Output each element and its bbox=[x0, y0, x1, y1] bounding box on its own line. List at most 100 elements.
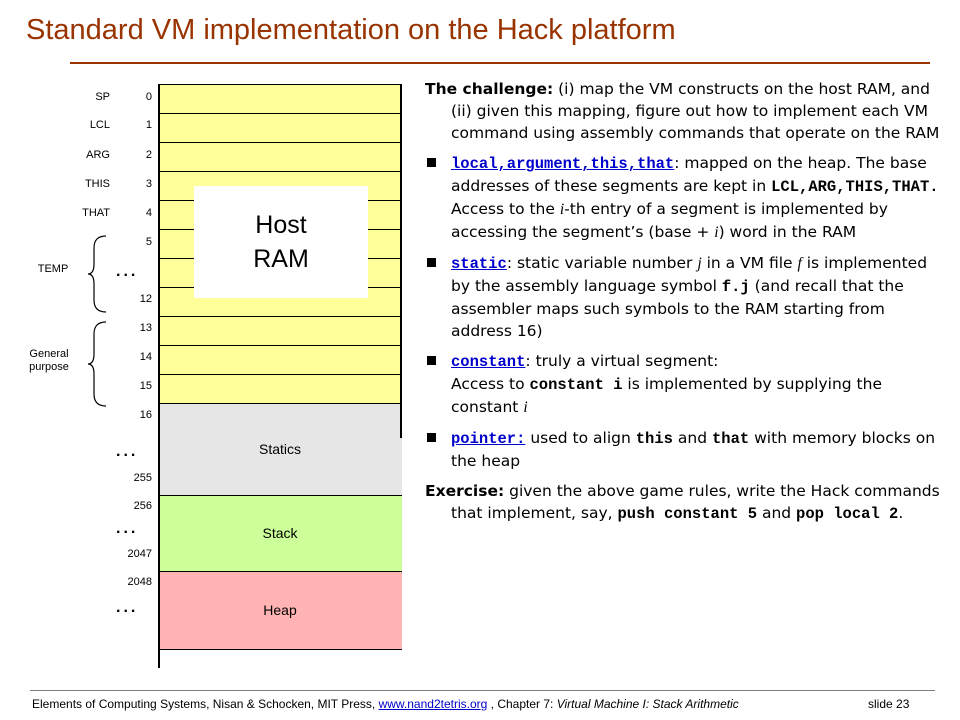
address-label: 3 bbox=[145, 178, 152, 190]
ellipsis: ... bbox=[116, 520, 139, 537]
challenge-paragraph: The challenge: (i) map the VM constructs… bbox=[425, 78, 945, 144]
bullet-static-text-b: in a VM file bbox=[701, 254, 798, 272]
purpose-label: purpose bbox=[29, 361, 69, 373]
bullet-local-text-d: ) word in the RAM bbox=[718, 223, 857, 241]
exercise-lead: Exercise: bbox=[425, 482, 505, 500]
address-label: 2048 bbox=[127, 576, 152, 588]
bullet-square-icon bbox=[427, 258, 436, 267]
challenge-lead: The challenge: bbox=[425, 80, 554, 98]
free-ram-row bbox=[158, 649, 402, 669]
statics-block: Statics bbox=[158, 403, 402, 495]
address-label: 15 bbox=[139, 380, 152, 392]
address-label: 13 bbox=[139, 322, 152, 334]
content-text: The challenge: (i) map the VM constructs… bbox=[425, 78, 945, 533]
general-label: General bbox=[29, 348, 69, 360]
register-label-lcl: LCL bbox=[89, 119, 110, 131]
bullet-constant-i: i bbox=[523, 399, 528, 416]
footer-link[interactable]: www.nand2tetris.org bbox=[378, 697, 488, 711]
address-label: 255 bbox=[133, 472, 152, 484]
register-label-this: THIS bbox=[84, 178, 110, 190]
register-label-sp: SP bbox=[95, 91, 110, 103]
exercise-push: push constant 5 bbox=[617, 505, 758, 523]
bullet-pointer: pointer: used to align this and that wit… bbox=[425, 427, 945, 472]
bullet-square-icon bbox=[427, 433, 436, 442]
temp-brace bbox=[87, 235, 107, 313]
ellipsis: ... bbox=[116, 443, 139, 460]
exercise-text-a: given the above game rules, write the Ha… bbox=[451, 482, 940, 522]
address-label: 4 bbox=[145, 207, 152, 219]
bullet-constant: constant: truly a virtual segment: Acces… bbox=[425, 350, 945, 419]
bullet-static-symbol: f.j bbox=[721, 278, 750, 296]
ellipsis: ... bbox=[116, 599, 139, 616]
ellipsis: ... bbox=[116, 263, 139, 280]
footer-mid: , Chapter 7: bbox=[487, 697, 557, 711]
address-label: 16 bbox=[139, 409, 152, 421]
slide-number: slide 23 bbox=[868, 697, 910, 711]
bullet-local-text-a: : mapped on the heap. The base addresses… bbox=[451, 154, 927, 195]
register-label-arg: ARG bbox=[86, 149, 110, 161]
bullet-square-icon bbox=[427, 356, 436, 365]
exercise-paragraph: Exercise: given the above game rules, wr… bbox=[425, 480, 945, 525]
bullet-static-text-c: is implemented by the assembly language … bbox=[451, 254, 928, 295]
kw-constant: constant bbox=[451, 353, 526, 371]
ram-row bbox=[158, 345, 402, 374]
bullet-local-registers: LCL,ARG,THIS,THAT. bbox=[771, 178, 939, 196]
bullet-pointer-text-c: with memory blocks on the heap bbox=[451, 429, 936, 470]
kw-static: static bbox=[451, 255, 507, 273]
exercise-text-b: and bbox=[757, 504, 797, 522]
exercise-pop: pop local 2 bbox=[796, 505, 899, 523]
bullet-static-j: j bbox=[697, 255, 702, 272]
bullet-local-i: i bbox=[559, 201, 565, 218]
bullet-local-i2: i bbox=[714, 224, 719, 241]
address-label: 5 bbox=[145, 236, 152, 248]
footer: Elements of Computing Systems, Nisan & S… bbox=[32, 697, 739, 711]
address-label: 256 bbox=[133, 500, 152, 512]
bullet-local: local,argument,this,that: mapped on the … bbox=[425, 152, 945, 244]
memory-right-wall bbox=[400, 84, 402, 438]
bullet-local-text-b: Access to the bbox=[451, 200, 560, 218]
bullet-static: static: static variable number j in a VM… bbox=[425, 252, 945, 342]
address-label: 2047 bbox=[127, 548, 152, 560]
ram-row bbox=[158, 84, 402, 113]
ram-label: RAM bbox=[253, 245, 309, 273]
statics-segment-label: Statics bbox=[258, 441, 301, 457]
bullet-static-f: f bbox=[797, 255, 802, 272]
address-label: 0 bbox=[145, 91, 152, 103]
bullet-local-text-c: -th entry of a segment is implemented by… bbox=[451, 200, 888, 241]
stack-block: Stack bbox=[158, 495, 402, 571]
heap-segment-label: Heap bbox=[263, 602, 297, 618]
bullet-square-icon bbox=[427, 158, 436, 167]
title-rule bbox=[70, 62, 930, 64]
memory-left-wall bbox=[158, 84, 160, 668]
bullet-pointer-this: this bbox=[635, 430, 673, 448]
bullet-constant-text-a: : truly a virtual segment: bbox=[525, 352, 719, 370]
ram-row bbox=[158, 113, 402, 142]
slide-title: Standard VM implementation on the Hack p… bbox=[26, 14, 676, 46]
address-label: 12 bbox=[139, 293, 152, 305]
bullet-static-text-a: : static variable number bbox=[506, 254, 698, 272]
host-ram-box: Host RAM bbox=[194, 186, 368, 298]
bullet-constant-text-b: Access to bbox=[451, 375, 530, 393]
ram-row bbox=[158, 316, 402, 345]
bullet-constant-mono: constant i bbox=[529, 376, 623, 394]
register-label-that: THAT bbox=[82, 207, 110, 219]
challenge-body: (i) map the VM constructs on the host RA… bbox=[451, 80, 940, 142]
footer-chapter: Virtual Machine I: Stack Arithmetic bbox=[556, 697, 739, 711]
general-purpose-label: General purpose bbox=[20, 348, 78, 374]
exercise-text-c: . bbox=[898, 504, 904, 522]
general-brace bbox=[87, 321, 107, 407]
address-label: 2 bbox=[145, 149, 152, 161]
heap-block: Heap bbox=[158, 571, 402, 649]
address-label: 1 bbox=[145, 119, 152, 131]
kw-local-segments: local,argument,this,that bbox=[451, 155, 675, 173]
bullet-constant-text-c: is implemented by supplying the constant bbox=[451, 375, 882, 416]
address-label: 14 bbox=[139, 351, 152, 363]
ram-row bbox=[158, 142, 402, 171]
kw-pointer: pointer: bbox=[451, 430, 526, 448]
temp-label: TEMP bbox=[37, 263, 69, 275]
bullet-pointer-that: that bbox=[711, 430, 750, 448]
footer-left: Elements of Computing Systems, Nisan & S… bbox=[32, 697, 379, 711]
bullet-pointer-text-a: used to align bbox=[525, 429, 636, 447]
ram-row bbox=[158, 374, 402, 403]
stack-segment-label: Stack bbox=[262, 525, 298, 541]
